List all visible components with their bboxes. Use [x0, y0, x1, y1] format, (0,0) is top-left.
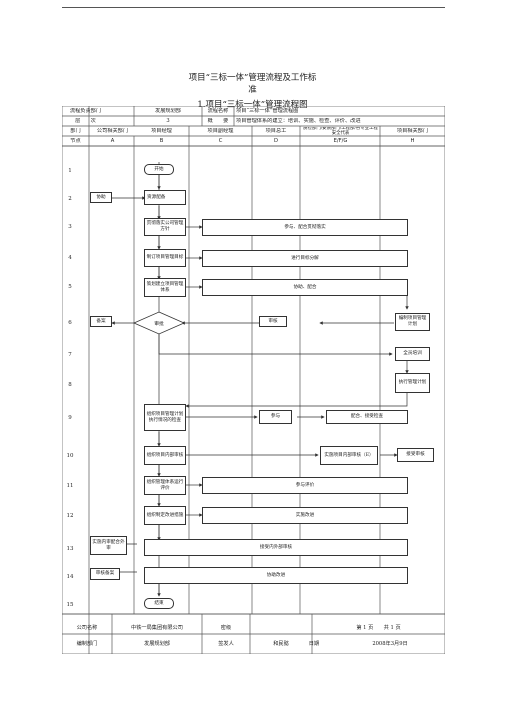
accept-audit-node: 接受审核	[397, 448, 434, 462]
audit-node: 审核	[259, 316, 287, 327]
row-number: 1	[68, 168, 72, 174]
process-name-label: 流程名称	[207, 108, 229, 114]
row-number: 7	[68, 352, 72, 358]
training-node: 全员培训	[395, 347, 430, 361]
participate-evaluation-node: 参与评价	[202, 477, 408, 494]
assist-improvement-node: 协助改进	[144, 567, 408, 584]
inspection-node: 组织项目管理计划执行情况的检查	[144, 404, 186, 431]
row-number: 8	[68, 382, 72, 388]
policy-support-node: 参与、配合贯彻落实	[202, 219, 408, 236]
dept-footer-label: 编制部门	[76, 641, 98, 647]
col-a: A	[110, 138, 115, 144]
date-label: 日期	[308, 641, 320, 647]
approve-label: 审批	[154, 322, 164, 327]
policy-node: 贯彻落实公司管理方针	[144, 218, 186, 236]
dept-label: 部门	[70, 128, 81, 134]
row-number: 5	[68, 284, 72, 290]
col-d: D	[274, 138, 278, 144]
level-label: 层 次	[75, 118, 96, 124]
management-plan-node: 编制项目管理计划	[395, 313, 430, 331]
flowchart-frame	[62, 106, 445, 654]
date-value: 2008年3月9日	[372, 641, 408, 647]
row-number: 10	[66, 453, 74, 459]
signer-value: 和民懿	[273, 641, 289, 647]
resource-node: 资源配备	[144, 190, 186, 205]
dept-company: 公司相关部门	[96, 128, 129, 134]
section-title: 1.项目“三标一体”管理流程图	[197, 100, 308, 110]
audit-cooperation-node: 实施内审配合外审	[90, 536, 127, 555]
conduct-audit-node: 实施项目内部审核（E）	[320, 446, 378, 465]
row-number: 9	[68, 415, 72, 421]
start-node: 开始	[144, 164, 174, 175]
node-label: 节点	[70, 138, 81, 144]
row-number: 12	[66, 513, 74, 519]
review-diamond	[133, 311, 185, 335]
internal-audit-node: 组织项目内部审核	[144, 446, 186, 465]
signer-label: 签发人	[218, 641, 234, 647]
target-node: 制订项目管理目标	[144, 249, 186, 267]
col-c: C	[218, 138, 223, 144]
assist-node: 协助	[90, 192, 112, 203]
dept-quality: 质检部门/安质部门/工程部/各专业工程安全代表	[303, 127, 378, 136]
row-number: 14	[66, 574, 74, 580]
row-number: 2	[68, 196, 72, 202]
dept-related: 项目相关部门	[396, 128, 429, 134]
archive-node: 备案	[90, 316, 112, 327]
process-name-value: 项目“三标一体”管理流程图	[236, 108, 299, 114]
level-value: 3	[166, 118, 170, 124]
col-efg: E/F/G	[333, 138, 348, 144]
row-number: 3	[68, 224, 72, 230]
end-node: 结束	[144, 598, 174, 609]
page-count: 第 1 页 共 1 页	[356, 625, 401, 631]
dept-deputy-manager: 项目副经理	[207, 128, 234, 134]
evaluation-node: 组织管理体系运行评价	[144, 476, 186, 495]
execute-plan-node: 执行管理计划	[395, 373, 430, 393]
col-h: H	[410, 138, 415, 144]
row-number: 6	[68, 320, 72, 326]
row-number: 13	[66, 546, 74, 552]
dept-footer-value: 发展规划部	[144, 641, 170, 647]
implement-improvement-node: 实施改进	[202, 507, 408, 524]
col-b: B	[159, 138, 164, 144]
document-title-continued: 准	[248, 85, 257, 95]
row-number: 11	[66, 483, 74, 489]
system-plan-node: 策划建立项目管理体系	[144, 278, 186, 297]
owner-label: 流程负责部门	[69, 108, 102, 114]
summary-value: 项目管理体系的建立：培训、实施、检查、评价、改进	[236, 118, 361, 124]
owner-value: 发展规划部	[155, 108, 181, 114]
row-number: 4	[68, 255, 72, 261]
target-breakdown-node: 进行目标分解	[202, 250, 408, 267]
system-support-node: 协助、配合	[202, 279, 408, 296]
external-audit-node: 接受内外部审核	[144, 539, 408, 556]
company-label: 公司名称	[76, 625, 98, 631]
dept-chief-engineer: 项目总工	[265, 128, 287, 134]
top-rule	[62, 7, 445, 8]
row-number: 15	[66, 602, 74, 608]
summary-label: 概 要	[207, 118, 229, 124]
audit-archive-node: 审核备案	[90, 568, 120, 580]
improvement-plan-node: 组织制定改进措施	[144, 506, 186, 525]
dept-manager: 项目经理	[151, 128, 172, 134]
participate-node: 参与	[259, 410, 292, 424]
secret-label: 密级	[220, 625, 232, 631]
company-value: 中铁一局集团有限公司	[131, 625, 183, 631]
accept-inspection-node: 配合、接受检查	[326, 410, 408, 424]
document-title: 项目“三标一体”管理流程及工作标	[188, 73, 317, 83]
